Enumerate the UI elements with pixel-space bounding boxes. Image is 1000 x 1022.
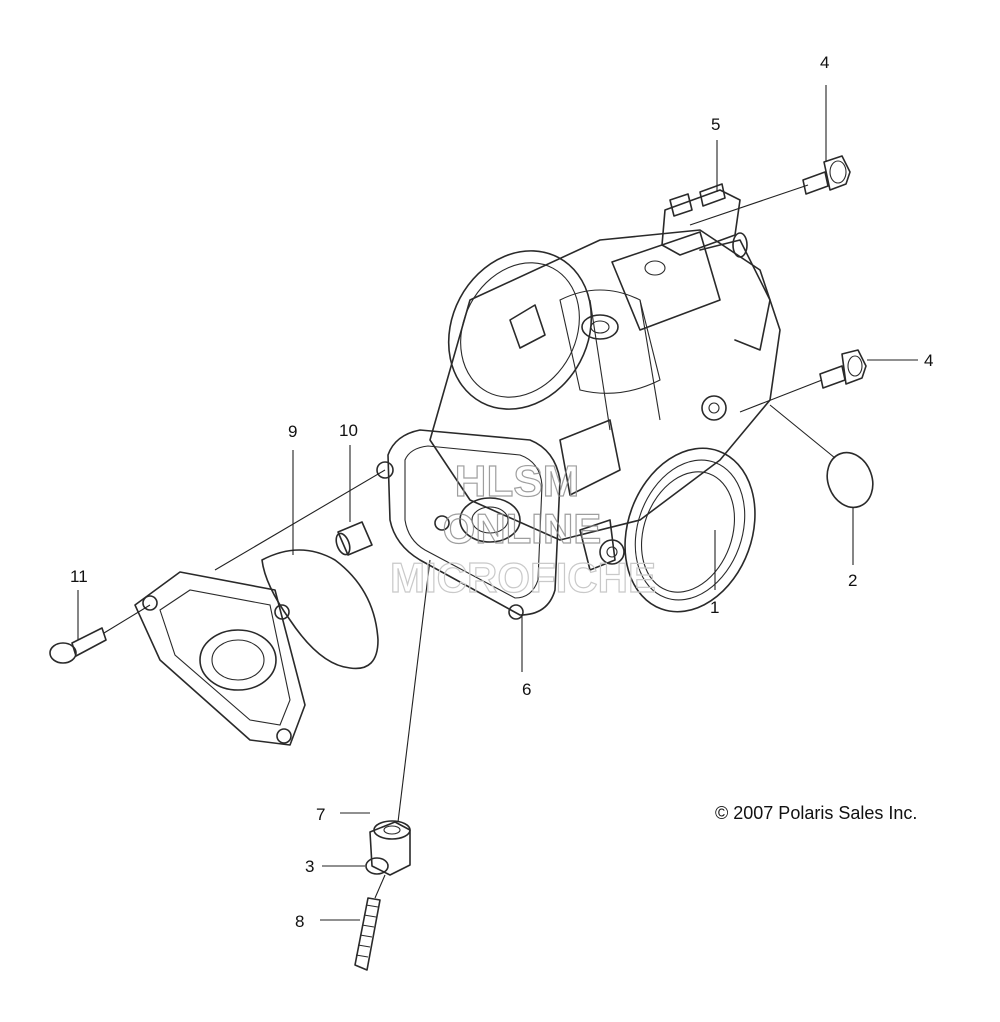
watermark-line-3: MICROFICHE <box>390 554 656 601</box>
screw-4-right-part <box>819 349 867 389</box>
callout-6: 6 <box>522 680 531 699</box>
leader-lines <box>77 85 918 921</box>
o-ring-2-part <box>826 451 874 509</box>
callout-7: 7 <box>316 805 325 824</box>
watermark-line-2: ONLINE <box>443 505 602 552</box>
nut-7-part <box>369 820 411 876</box>
screw-11-part <box>49 627 107 664</box>
callout-3: 3 <box>305 857 314 876</box>
callout-1: 1 <box>710 598 719 617</box>
copyright-text: © 2007 Polaris Sales Inc. <box>715 803 918 823</box>
cover-plate-part <box>134 571 306 746</box>
screw-4-upper-part <box>802 155 851 195</box>
callout-4-right: 4 <box>924 351 933 370</box>
callout-4-upper: 4 <box>820 53 829 72</box>
pin-10-part <box>335 521 373 556</box>
callout-10: 10 <box>339 421 358 440</box>
callout-5: 5 <box>711 115 720 134</box>
callout-2: 2 <box>848 571 857 590</box>
callout-8: 8 <box>295 912 304 931</box>
throttle-body-part <box>429 229 781 613</box>
adjust-screw-8-part <box>354 897 381 971</box>
washer-3-part <box>365 857 389 875</box>
throttle-position-sensor-part <box>611 183 741 331</box>
callout-11: 11 <box>70 567 88 586</box>
callout-9: 9 <box>288 422 297 441</box>
watermark-line-1: HLSM <box>455 457 580 506</box>
gasket-ring-9-part <box>261 549 379 670</box>
cover-housing-part <box>376 429 561 620</box>
